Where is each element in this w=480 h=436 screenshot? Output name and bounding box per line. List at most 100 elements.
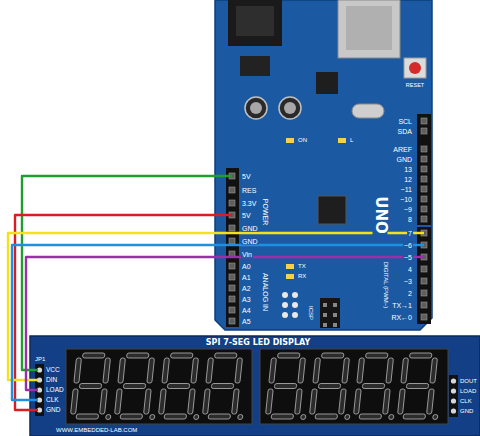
header-pin <box>421 266 427 272</box>
pin-label: ~5 <box>403 254 413 261</box>
pin-label: AREF <box>392 146 413 153</box>
pin-label: 8 <box>407 216 413 223</box>
header-pin <box>421 206 427 212</box>
led-label: RX <box>297 273 307 279</box>
header-pin <box>421 128 427 134</box>
crystal <box>352 104 384 118</box>
seven-segment-digit <box>309 353 356 420</box>
pin-label: Vin <box>241 251 253 258</box>
header-pin <box>451 408 456 413</box>
led <box>338 138 346 143</box>
header-pin <box>421 186 427 192</box>
pin-label: ~6 <box>403 242 413 249</box>
digital-header <box>417 227 431 324</box>
led <box>286 264 294 269</box>
pin-label: LOAD <box>459 388 477 394</box>
jumper-wire <box>22 176 232 370</box>
usb-chip <box>316 72 338 94</box>
pin-label: GND <box>241 225 259 232</box>
pin-label: GND <box>241 238 259 245</box>
pin-label: DIN <box>45 377 58 384</box>
module-title: SPI 7-SEG LED DISPLAY <box>205 339 311 347</box>
header-pin <box>229 296 235 302</box>
header-pin <box>229 307 235 313</box>
pin-label: RX←0 <box>390 314 413 321</box>
digit-block <box>66 349 252 424</box>
header-pin <box>229 263 235 269</box>
pin-label: A4 <box>241 307 252 314</box>
usb-connector-inner <box>346 6 392 50</box>
pin-label: ~10 <box>399 196 413 203</box>
pin-label: SCL <box>397 118 413 125</box>
led <box>286 274 294 279</box>
header-pin <box>421 146 427 152</box>
led-label: TX <box>297 263 307 269</box>
analog-header <box>226 261 239 327</box>
led-label: L <box>349 137 354 143</box>
header-pin <box>421 166 427 172</box>
pin-label: TX→1 <box>391 302 413 309</box>
jumper-wire <box>8 233 424 380</box>
led-display-module: SPI 7-SEG LED DISPLAY WWW.EMBEDDED-LAB.CO… <box>30 336 480 436</box>
website-label: WWW.EMBEDDED-LAB.COM <box>55 427 138 433</box>
header-pin <box>229 318 235 324</box>
board-label: RESET <box>405 83 425 89</box>
pin-label: ~11 <box>400 186 413 193</box>
pin-label: SDA <box>397 128 413 135</box>
header-pin <box>421 314 427 320</box>
pin-label: 5V <box>241 212 252 219</box>
led-label: ON <box>297 137 308 143</box>
header-pin <box>229 274 235 280</box>
header-pin <box>421 278 427 284</box>
usb-connector <box>338 0 400 58</box>
pin-label: CLK <box>459 398 473 404</box>
capacitor <box>245 97 267 119</box>
header-label: DIGITAL (PWM~) <box>383 261 389 310</box>
pin-label: 5V <box>241 173 252 180</box>
reset-button <box>409 62 421 74</box>
capacitor-top <box>284 102 296 114</box>
header-pin <box>451 398 456 403</box>
led <box>286 138 294 143</box>
header-pin <box>421 118 427 124</box>
header-pin <box>421 216 427 222</box>
pin-label: LOAD <box>45 387 65 394</box>
icsp-header <box>320 298 340 328</box>
pad-grid <box>280 290 300 320</box>
header-pin <box>229 225 235 231</box>
jumper-wire <box>12 245 424 400</box>
seven-segment-digit <box>114 353 161 420</box>
pin-label: 13 <box>403 166 413 173</box>
display-pcb <box>30 336 480 436</box>
pin-label: 7 <box>407 230 413 237</box>
header-label: ANALOG IN <box>262 272 269 312</box>
seven-segment-digit <box>397 353 444 420</box>
header-label: POWER <box>262 198 269 226</box>
seven-segment-digit <box>353 353 400 420</box>
capacitor-top <box>250 102 262 114</box>
pin-label: A3 <box>241 296 252 303</box>
digit-block <box>260 349 448 424</box>
pin-label: A0 <box>241 263 252 270</box>
reset-switch <box>404 58 426 78</box>
microcontroller-chip <box>318 196 346 224</box>
header-label: JP1 <box>34 356 46 362</box>
digital-header <box>417 114 431 225</box>
header-pin <box>229 285 235 291</box>
pin-label: 3.3V <box>241 200 257 207</box>
pin-label: ~3 <box>403 278 413 285</box>
header-pin <box>421 302 427 308</box>
header-pin <box>229 200 235 206</box>
capacitor <box>279 97 301 119</box>
header-pin <box>421 196 427 202</box>
board-label: ICSP <box>308 305 314 321</box>
header-pin <box>229 238 235 244</box>
pin-label: GND <box>395 156 413 163</box>
header-pin <box>421 290 427 296</box>
seven-segment-digit <box>265 353 312 420</box>
pin-label: VCC <box>45 367 61 374</box>
seven-segment-digit <box>158 353 205 420</box>
pin-label: RES <box>241 187 257 194</box>
pin-label: A2 <box>241 285 252 292</box>
pin-label: A5 <box>241 318 252 325</box>
